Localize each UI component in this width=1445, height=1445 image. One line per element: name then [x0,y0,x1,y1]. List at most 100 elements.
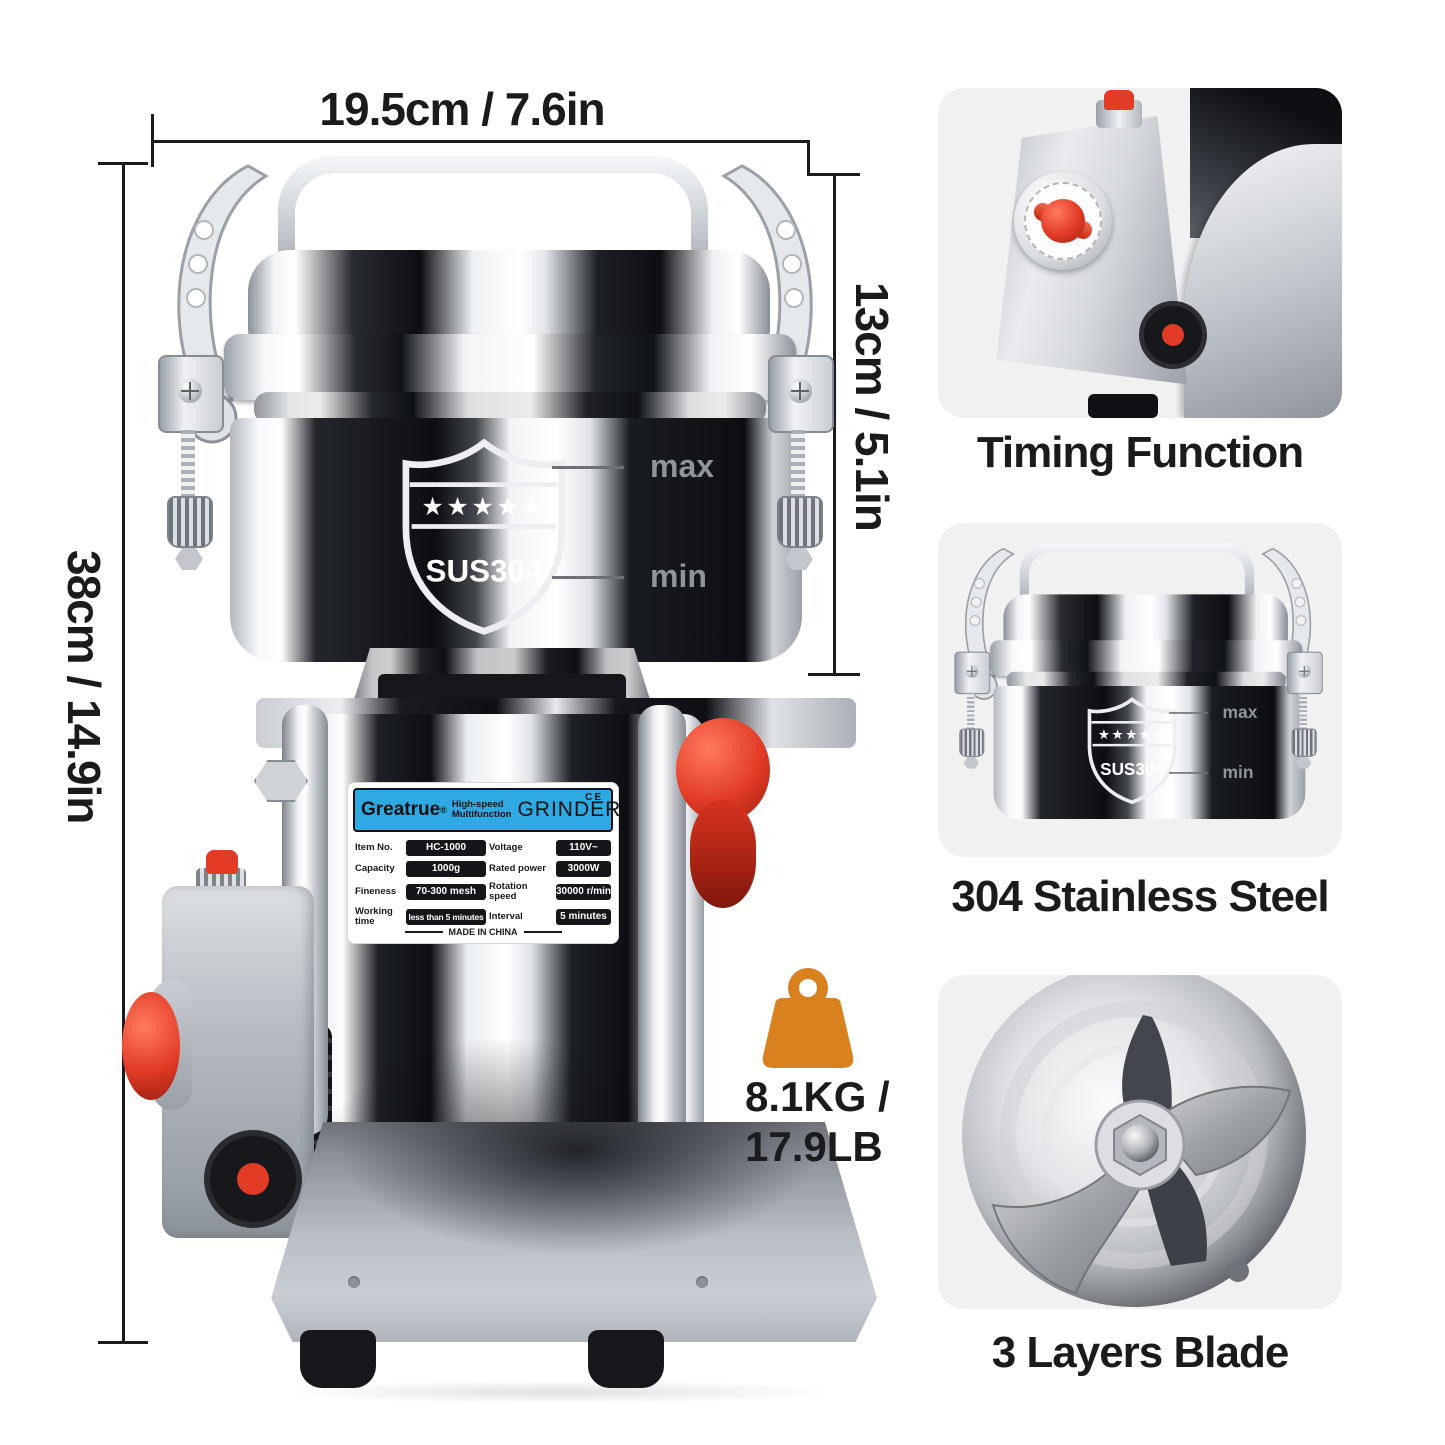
weight-line2: 17.9LB [745,1123,883,1170]
machine-foot [1088,394,1158,418]
base-reflection-shadow [338,1122,818,1256]
latch-knob [777,496,823,548]
cup-height-dimension-line [833,173,836,676]
stop-button [122,992,180,1100]
stainless-cup-assembly: ★★★★★ SUS304 max min [950,541,1326,830]
cup-height-tick-bottom [808,673,860,676]
shield-stars: ★★★★★ [1098,727,1166,742]
latch-hinge [1286,651,1323,695]
cup-body: ★★★★★ SUS304 max min [230,418,802,662]
feature-panel-timing [938,88,1342,418]
latch-hinge [158,355,224,433]
spec-value: 30000 r/min [556,884,611,900]
timer-button [1104,90,1134,110]
base-screw-icon [348,1276,360,1288]
min-fill-label: min [1222,762,1254,782]
hub-ball [1121,1124,1159,1162]
feature-panel-blade [938,975,1342,1309]
cup-lid-rim [224,334,796,400]
product-name: GRINDER [517,798,622,821]
machine-base [271,1122,877,1342]
latch-knob [1291,728,1317,757]
ce-mark: CE [585,792,603,803]
bowl-screw-icon [1227,1260,1249,1282]
shield-stars: ★★★★★ [421,494,546,521]
cup-lid-rim [990,640,1303,677]
clamp-arm-hole [1295,615,1307,627]
latch-left [150,300,230,570]
mini-cup-wrapper: ★★★★★ SUS304 max min [950,541,1326,830]
brand-tagline: High-speed Multifunction [451,798,512,821]
spec-label: Voltage [489,842,523,853]
spec-label: Interval [489,911,523,922]
tagline-line1: High-speed [451,798,504,810]
blade-illustration [962,975,1306,1307]
feature-caption-stainless: 304 Stainless Steel [951,872,1329,921]
base-screw-icon [696,1276,708,1288]
timer-dial-knob [1041,199,1085,243]
width-dimension-elbow [807,140,810,176]
main-blade-left [991,1153,1152,1295]
cup-lid [1003,594,1288,645]
total-height-tick-bottom [98,1341,148,1344]
latch-right [760,300,840,570]
origin-label: MADE IN CHINA [347,927,619,937]
latch-threaded-rod [181,428,195,498]
width-dimension-tick-left [151,114,154,167]
total-height-dimension-line [122,163,125,1344]
max-fill-label: max [650,448,715,484]
cup-lid [248,250,770,342]
latch-hinge [954,651,991,695]
clamp-arm-hole [186,288,206,308]
width-dimension-line [152,140,810,143]
power-knob-center [1162,324,1184,346]
shield-outline [1087,697,1177,805]
spec-label: Rotation speed [489,881,528,902]
spec-label: Item No. [355,842,393,853]
min-fill-label: min [650,558,707,594]
clamp-arm-hole [970,596,982,608]
tagline-line2: Multifunction [451,809,512,820]
latch-knob [167,496,213,548]
max-fill-label: max [1222,702,1258,722]
spec-value: 70-300 mesh [406,884,486,900]
latch-nut [175,548,203,570]
latch-nut [785,548,813,570]
clamp-arm-hole [194,220,214,240]
total-height-tick-top [98,162,148,165]
total-height-dimension-label: 38cm / 14.9in [58,550,110,824]
spec-value: 3000W [556,861,611,877]
spec-value: less than 5 minutes [406,909,486,925]
rubber-foot [300,1330,376,1388]
weight-line1: 8.1KG / [745,1073,890,1120]
latch-knob [959,728,985,757]
min-fill-tick [1169,772,1209,774]
screw-icon [178,379,202,403]
min-fill-tick [552,576,624,579]
feature-panel-stainless: ★★★★★ SUS304 max min [938,523,1342,857]
screw-icon [1297,664,1311,678]
latch-right [1282,622,1326,769]
max-fill-tick [1169,712,1209,714]
latch-threaded-rod [791,428,805,498]
clamp-arm-hole [969,615,981,627]
hex-bolt-icon [254,760,308,802]
timer-button [206,850,238,874]
spec-table: Item No. HC-1000 Voltage 110V~ Capacity … [355,840,611,927]
clamp-arm-hole [776,220,796,240]
screw-icon [965,664,979,678]
clamp-arm-hole [782,254,802,274]
spec-label: Fineness [355,886,397,897]
latch-threaded-rod [966,691,975,730]
ground-shadow [280,1380,840,1404]
clamp-arm-hole [973,578,985,589]
brand-name: Greatrue [361,799,441,820]
shield-text: SUS304 [1100,760,1164,779]
sus304-shield-logo: ★★★★★ SUS304 [1087,697,1177,805]
weight-value: 8.1KG / 17.9LB [745,1072,890,1172]
grinder-product: ★★★★★ SUS304 max min [0,0,938,1445]
spec-value: 1000g [406,861,486,877]
stainless-cup-assembly: ★★★★★ SUS304 max min [150,152,840,682]
latch-nut [963,756,979,769]
clamp-arm-hole [1294,596,1306,608]
